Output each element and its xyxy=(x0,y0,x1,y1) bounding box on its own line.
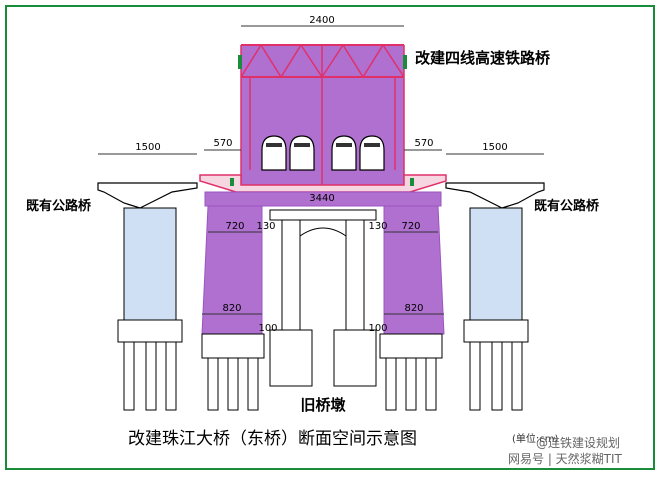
old-pier-leg-left xyxy=(281,219,301,331)
new-piles xyxy=(207,357,437,411)
watermark-top: @连铁建设规划 xyxy=(536,435,620,450)
diagram-caption: 改建珠江大桥（东桥）断面空间示意图 xyxy=(128,429,417,449)
old-pier-cap xyxy=(269,209,377,221)
old-left-dim: 100 xyxy=(258,323,277,334)
left-cantilever-dim: 570 xyxy=(213,138,232,149)
old-pier-base-left xyxy=(269,329,313,387)
col-right-gap-dim: 130 xyxy=(368,221,387,232)
right-highway-footing xyxy=(463,319,529,343)
left-deck-dim: 1500 xyxy=(135,142,160,153)
left-highway-footing xyxy=(117,319,183,343)
right-new-footing xyxy=(379,333,443,359)
col-right-top-dim: 720 xyxy=(401,221,420,232)
col-left-gap-dim: 130 xyxy=(256,221,275,232)
right-new-column xyxy=(383,205,445,335)
left-highway-deck xyxy=(97,182,198,209)
col-left-bot-dim: 820 xyxy=(222,303,241,314)
railway-deck xyxy=(199,174,447,193)
right-highway-deck xyxy=(445,182,545,209)
highway-piles xyxy=(123,341,523,411)
old-pier-leg-right xyxy=(345,219,365,331)
train-windows xyxy=(266,143,380,147)
right-cantilever-dim: 570 xyxy=(414,138,433,149)
col-left-top-dim: 720 xyxy=(225,221,244,232)
left-new-footing xyxy=(201,333,265,359)
top-width-dim: 2400 xyxy=(309,15,334,26)
diagram-border xyxy=(5,5,655,470)
truss-marker-right xyxy=(403,55,407,69)
old-pier-label: 旧桥墩 xyxy=(300,396,346,414)
caption-unit: (单位:cm) xyxy=(512,432,559,445)
deck-marker-right xyxy=(410,178,414,186)
cap-beam xyxy=(204,191,442,207)
left-highway-label: 既有公路桥 xyxy=(26,198,92,214)
right-deck-dim: 1500 xyxy=(482,142,507,153)
cap-width-dim: 3440 xyxy=(309,193,334,204)
old-pier-base-right xyxy=(333,329,377,387)
truss-marker-left xyxy=(238,55,242,69)
left-highway-pier xyxy=(123,207,177,321)
right-highway-label: 既有公路桥 xyxy=(534,198,600,214)
col-right-bot-dim: 820 xyxy=(404,303,423,314)
watermark-bottom: 网易号 | 天然浆糊TIT xyxy=(508,451,623,466)
old-pier-arch xyxy=(299,227,347,237)
deck-marker-left xyxy=(230,178,234,186)
right-highway-pier xyxy=(469,207,523,321)
old-right-dim: 100 xyxy=(368,323,387,334)
bridge-title: 改建四线高速铁路桥 xyxy=(415,49,551,67)
